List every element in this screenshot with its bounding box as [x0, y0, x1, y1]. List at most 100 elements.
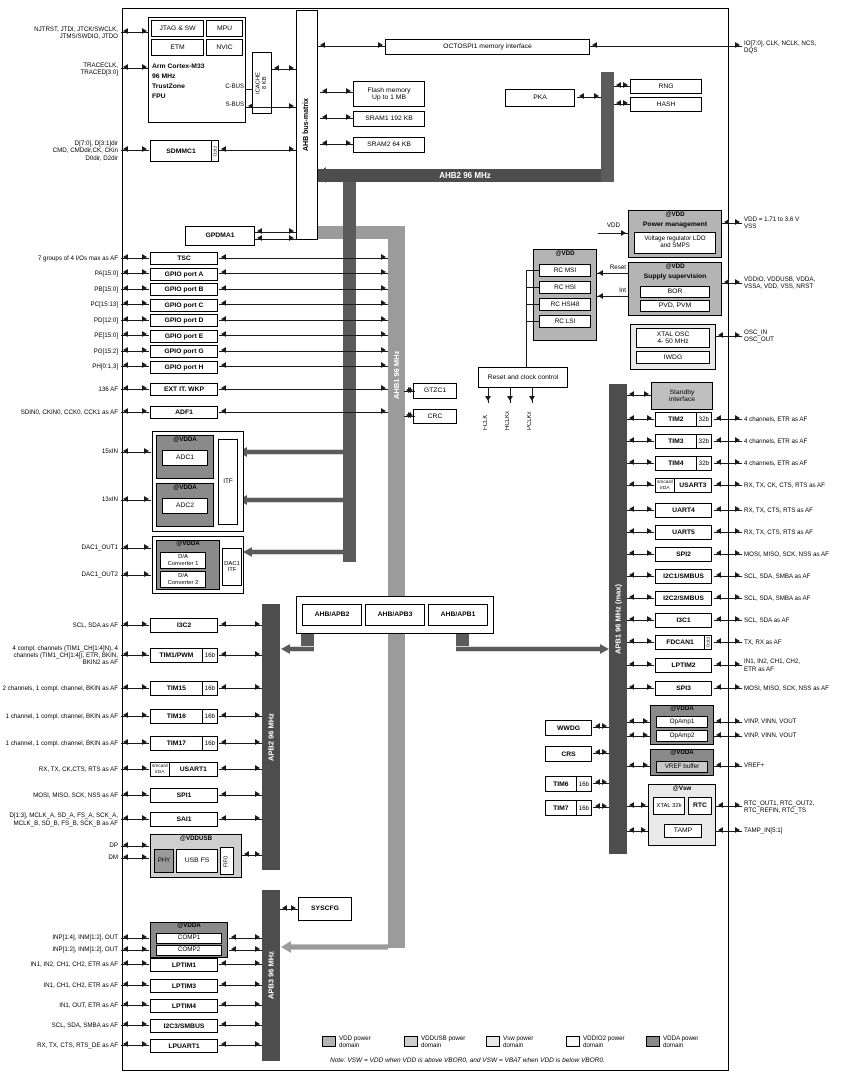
apb1-feed-arrow — [456, 644, 609, 654]
peripheral-block: GPIO port E — [150, 329, 218, 343]
gpio_rows-pin-label: SDIN0, CKIN0, CCK0, CCK1 as AF — [20, 408, 118, 416]
pin-arrow — [121, 300, 149, 307]
gpio_rows-pin-label: 7 groups of 4 I/Os max as AF — [37, 254, 118, 262]
rc-hsi48-block: RC HSI48 — [539, 298, 591, 311]
adc-itf-block: ITF — [218, 439, 238, 525]
apb3_rows-pin-label: RX, TX, CTS, RTS_DE as AF — [37, 1042, 118, 1050]
gpio_rows-pin-label: PD[12:0] — [93, 316, 118, 324]
peripheral-block: I3C2 — [150, 618, 218, 633]
peripheral-size: 32b — [695, 457, 711, 470]
pin-arrow — [121, 1021, 149, 1028]
usb-dm-arrow — [121, 854, 149, 861]
sram2-block: SRAM2 64 KB — [353, 137, 425, 153]
dac-itf-block: DAC1 ITF — [222, 548, 242, 586]
supply-pins-label: VDDIO, VDDUSB, VDDA, VSSA, VDD, VSS, NRS… — [744, 275, 816, 290]
adc1-pin-arrow — [121, 448, 151, 455]
cbus-label: C-BUS — [225, 84, 244, 91]
apb3_rows-pin-label: IN1, IN2, CH1, CH2, ETR as AF — [30, 961, 118, 969]
nvic-block: NVIC — [206, 39, 243, 56]
sbus-label: S-BUS — [225, 102, 244, 109]
adc2-block: ADC2 — [162, 498, 208, 514]
comp2-pin-arrow — [121, 946, 149, 953]
pvd-pvm-block: PVD, PVM — [640, 300, 710, 312]
peripheral-block: GPIO port G — [150, 345, 218, 358]
peripheral-name: LPTIM3 — [171, 982, 197, 990]
apb3_rows-pin-label: SCL, SDA, SMBA as AF — [51, 1022, 118, 1030]
peripheral-name: I3C2 — [176, 622, 192, 629]
gpio_rows-pin-label: PH[0:1,3] — [92, 363, 118, 371]
peripheral-block: GPIO port C — [150, 298, 218, 312]
peripheral-name: GPIO port H — [164, 363, 204, 371]
pin-arrow — [714, 505, 742, 512]
pin-arrow — [121, 315, 149, 322]
rc-msi-block: RC MSI — [539, 264, 591, 277]
cpu-freq: 96 MHz — [152, 73, 176, 80]
pin-arrow — [714, 615, 742, 622]
apb1_rows-pin-label: SCL, SDA, SMBA as AF — [744, 594, 811, 602]
peripheral-block: LPTIM2 — [655, 658, 712, 673]
apb1_rows-pin-label: RX, TX, CTS, RTS as AF — [744, 528, 813, 536]
vsw-at-label: @Vsw — [672, 785, 692, 792]
peripheral-block: I2C3/SMBUS — [150, 1019, 218, 1033]
apb2_rows-pin-label: 4 compl. channels (TIM1_CH[1:4]N), 4 cha… — [12, 644, 118, 667]
rc-lsi-block: RC LSI — [539, 315, 591, 328]
cpu-fpu: FPU — [152, 93, 166, 100]
peripheral-name: SPI3 — [676, 685, 691, 692]
usb-fifo-block: FIFO — [220, 847, 234, 875]
peripheral-name: LPUART1 — [168, 1042, 200, 1050]
bus-arrow — [627, 436, 654, 443]
peripheral-name: GPIO port D — [164, 317, 204, 324]
gpdma1-arrow-1 — [255, 228, 296, 235]
peripheral-size: 16b — [201, 737, 217, 750]
apb3-bus: APB3 96 MHz — [262, 890, 280, 1061]
mid-block: CRS — [545, 746, 592, 762]
gtzc1-block: GTZC1 — [413, 383, 457, 399]
sbus-matrix-arrow — [246, 103, 296, 110]
adc-dac-trunk — [343, 182, 356, 562]
xtal-osc-block: XTAL OSC 4- 50 MHz — [636, 328, 710, 348]
bus-arrow — [219, 331, 388, 338]
dac-bus-arrow — [243, 547, 343, 557]
pclk-label: PCLKx — [527, 411, 533, 430]
comp1-pin-arrow — [121, 934, 149, 941]
power-pins-label: VDD = 1.71 to 3.6 V VSS — [744, 215, 800, 230]
gpio_rows-pin-label: 136 AF — [98, 385, 118, 393]
adc1-block: ADC1 — [162, 450, 208, 466]
peripheral-block: I3C1 — [655, 613, 712, 628]
rng-arrow — [614, 82, 630, 89]
vref-at-label: @VDDA — [670, 749, 694, 756]
xtal32k-block: XTAL 32k — [653, 797, 685, 815]
rtc-pin-arrow — [716, 802, 742, 809]
bus-arrow — [219, 362, 388, 369]
comp2-pin-label: INP[1:2], INM[1:2], OUT — [52, 946, 118, 954]
peripheral-tag: smcard irDA — [657, 479, 675, 492]
jtag-sw-block: JTAG & SW — [151, 20, 204, 37]
peripheral-block: LPUART1 — [150, 1039, 218, 1053]
adc1-bus-arrow — [238, 447, 343, 457]
pin-arrow — [121, 981, 149, 988]
trace-pins-label: TRACECLK, TRACED[3:0] — [80, 61, 118, 76]
bridge-ahb-apb2: AHB/APB2 — [302, 604, 362, 626]
etm-block: ETM — [151, 39, 204, 56]
adc2-bus-arrow — [238, 495, 343, 505]
peripheral-block: I2C1/SMBUS — [655, 569, 712, 584]
peripheral-block: GPIO port A — [150, 267, 218, 281]
pin-arrow — [714, 436, 742, 443]
xtal-pins-label: OSC_IN OSC_OUT — [744, 328, 774, 343]
hash-block: HASH — [630, 97, 702, 112]
power-at-label: @VDD — [665, 211, 685, 218]
gpio_rows-pin-label: PA[15:0] — [94, 270, 118, 278]
int-label: Int — [619, 286, 626, 294]
pin-arrow — [121, 620, 149, 627]
opamp2-pin-arrow — [714, 732, 742, 739]
iwdg-block: IWDG — [636, 351, 710, 364]
peripheral-name: CRS — [561, 750, 576, 758]
vref-pin-arrow — [714, 762, 742, 769]
apb1_rows-pin-label: TX, RX as AF — [744, 638, 782, 646]
peripheral-name: TIM15 — [166, 685, 186, 692]
bus-arrow — [219, 269, 388, 276]
bus-arrow — [593, 779, 609, 786]
